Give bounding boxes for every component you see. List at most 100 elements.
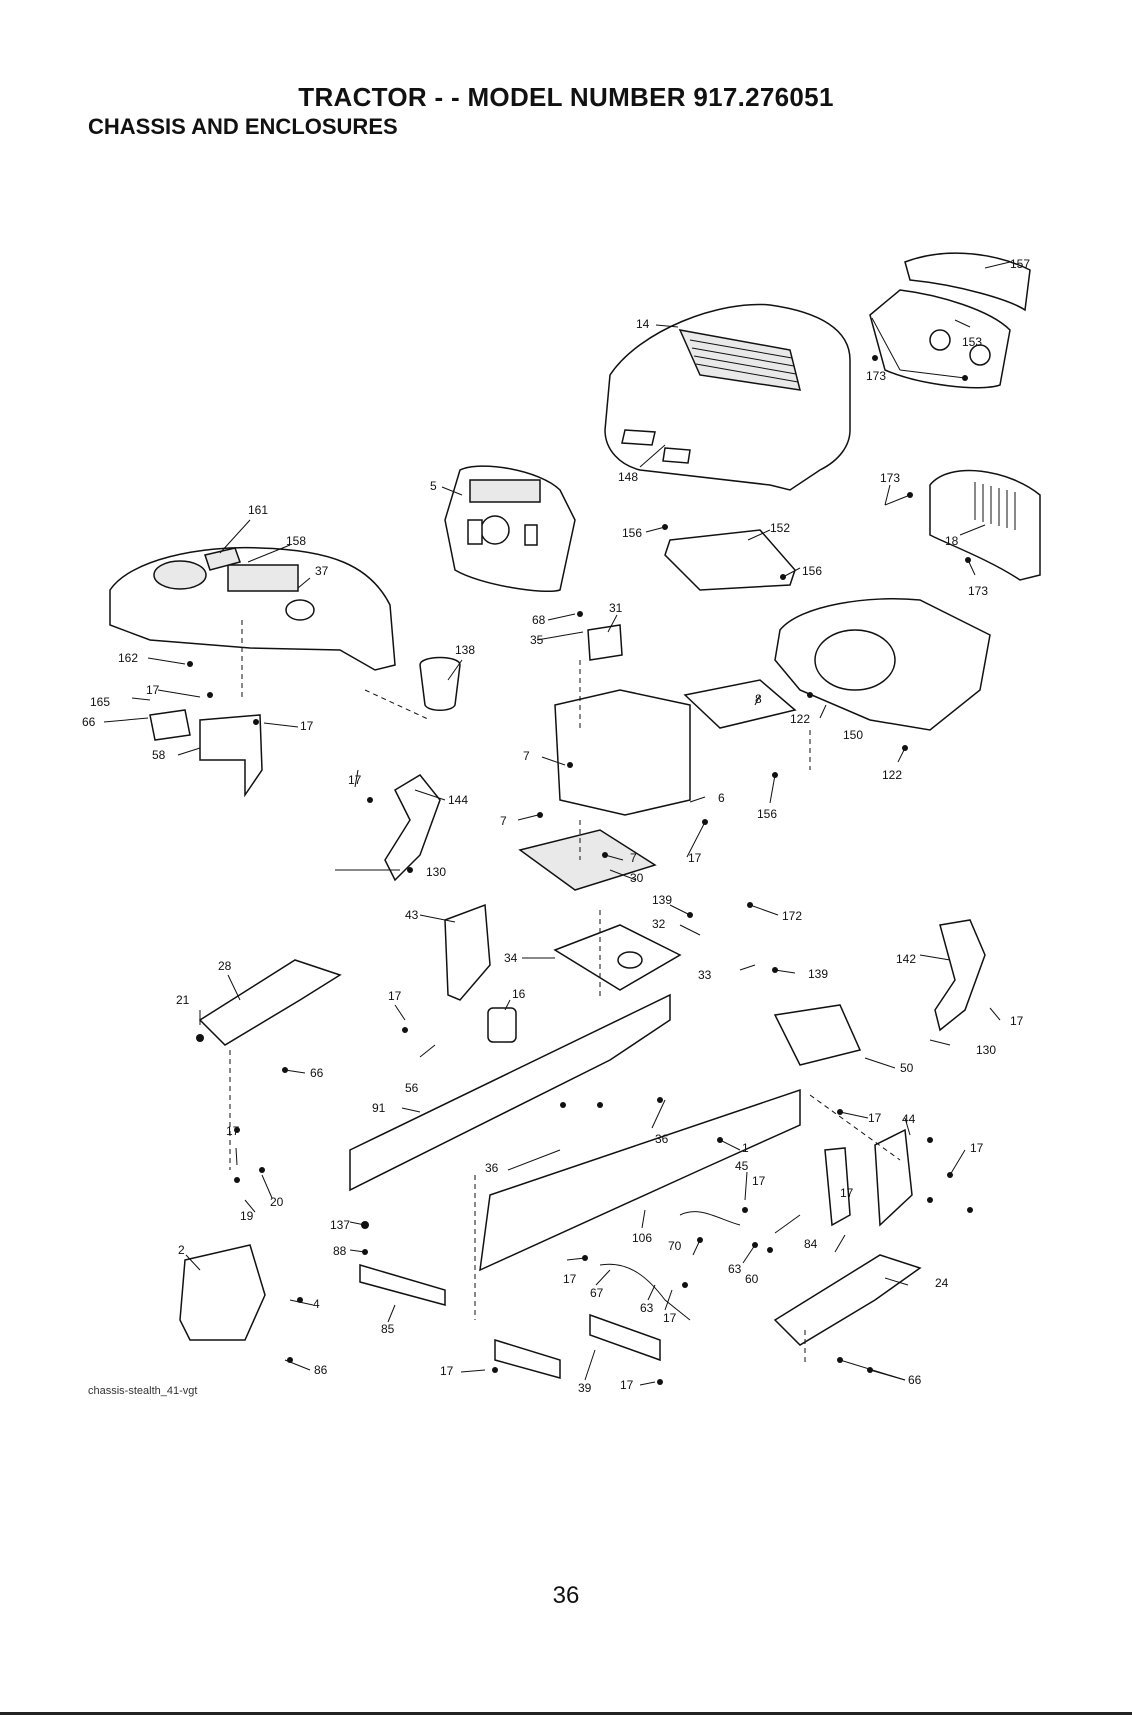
callout-63: 63: [640, 1301, 654, 1315]
callout-156: 156: [802, 564, 822, 578]
callout-88: 88: [333, 1244, 347, 1258]
callout-39: 39: [578, 1381, 592, 1395]
part-support-bracket-39b: [589, 1313, 661, 1362]
callout-17: 17: [1010, 1014, 1024, 1028]
callout-17: 17: [688, 851, 702, 865]
part-shift-linkage: [599, 1263, 691, 1321]
callout-44: 44: [902, 1112, 916, 1126]
part-hinge-bracket: [149, 709, 191, 741]
part-battery-base: [518, 829, 657, 891]
section-subtitle: CHASSIS AND ENCLOSURES: [88, 114, 398, 139]
callout-139: 139: [808, 967, 828, 981]
part-rear-grille-slots: [974, 482, 1016, 530]
callout-31: 31: [609, 601, 623, 615]
callout-6: 6: [718, 791, 725, 805]
callout-17: 17: [663, 1311, 677, 1325]
callout-66: 66: [82, 715, 96, 729]
callout-28: 28: [218, 959, 232, 973]
callout-7: 7: [523, 749, 530, 763]
callout-161: 161: [248, 503, 268, 517]
hardware-fasteners: [187, 355, 973, 1385]
callout-67: 67: [590, 1286, 604, 1300]
callout-17: 17: [620, 1378, 634, 1392]
part-rear-bracket-84: [824, 1147, 851, 1227]
callout-7: 7: [630, 851, 637, 865]
part-seat-adjust-plate: [204, 547, 241, 571]
callout-122: 122: [882, 768, 902, 782]
callout-173: 173: [968, 584, 988, 598]
callout-labels: 157 14 153 173 148 5 173 161 152 156 18 …: [82, 257, 1030, 1395]
callout-165: 165: [90, 695, 110, 709]
callout-122: 122: [790, 712, 810, 726]
callout-17: 17: [146, 683, 160, 697]
callout-86: 86: [314, 1363, 328, 1377]
part-pedal: [384, 774, 441, 882]
callout-156: 156: [757, 807, 777, 821]
callout-36: 36: [655, 1132, 669, 1146]
callout-17: 17: [348, 773, 362, 787]
part-grille-cap: [904, 252, 1031, 312]
callout-153: 153: [962, 335, 982, 349]
callout-17: 17: [840, 1186, 854, 1200]
callout-144: 144: [448, 793, 468, 807]
callout-17: 17: [226, 1124, 240, 1138]
callout-173: 173: [866, 369, 886, 383]
callout-172: 172: [782, 909, 802, 923]
part-hold-down-bracket: [587, 624, 623, 661]
part-front-bracket: [199, 714, 263, 798]
callout-37: 37: [315, 564, 329, 578]
callout-162: 162: [118, 651, 138, 665]
part-battery-box: [554, 689, 691, 816]
callout-33: 33: [698, 968, 712, 982]
callout-84: 84: [804, 1237, 818, 1251]
callout-138: 138: [455, 643, 475, 657]
callout-30: 30: [630, 871, 644, 885]
callout-4: 4: [313, 1297, 320, 1311]
callout-32: 32: [652, 917, 666, 931]
callout-17: 17: [440, 1364, 454, 1378]
part-left-footrest: [198, 959, 342, 1046]
callout-18: 18: [945, 534, 959, 548]
callout-137: 137: [330, 1218, 350, 1232]
callout-43: 43: [405, 908, 419, 922]
part-left-frame-rail: [349, 993, 671, 1192]
callout-106: 106: [632, 1231, 652, 1245]
figure-id: chassis-stealth_41-vgt: [88, 1385, 198, 1397]
page-number: 36: [552, 1582, 580, 1609]
callout-7: 7: [500, 814, 507, 828]
part-support-bracket-85: [359, 1263, 446, 1306]
callout-60: 60: [745, 1272, 759, 1286]
callout-173: 173: [880, 471, 900, 485]
callout-36: 36: [485, 1161, 499, 1175]
callout-91: 91: [372, 1101, 386, 1115]
leader-lines: [103, 261, 1011, 1386]
callout-70: 70: [668, 1239, 682, 1253]
callout-142: 142: [896, 952, 916, 966]
part-hood-vents: [678, 329, 802, 391]
part-right-pedal: [934, 919, 986, 1032]
callout-130: 130: [426, 865, 446, 879]
callout-2: 2: [178, 1243, 185, 1257]
callout-17: 17: [563, 1272, 577, 1286]
part-grommet: [487, 1007, 517, 1043]
callout-17: 17: [970, 1141, 984, 1155]
callout-152: 152: [770, 521, 790, 535]
callout-5: 5: [430, 479, 437, 493]
callout-68: 68: [532, 613, 546, 627]
part-battery-lid: [683, 679, 797, 729]
part-skid-plate: [179, 1244, 266, 1341]
callout-63: 63: [728, 1262, 742, 1276]
callout-16: 16: [512, 987, 526, 1001]
part-side-plate: [444, 903, 491, 1001]
callout-17: 17: [300, 719, 314, 733]
callout-19: 19: [240, 1209, 254, 1223]
callout-66: 66: [908, 1373, 922, 1387]
callout-14: 14: [636, 317, 650, 331]
callout-130: 130: [976, 1043, 996, 1057]
part-support-bracket-39: [494, 1338, 561, 1379]
callout-156: 156: [622, 526, 642, 540]
part-cup-holder: [419, 656, 461, 711]
part-front-axle-bracket: [773, 1004, 862, 1066]
callout-157: 157: [1010, 257, 1030, 271]
callout-139: 139: [652, 893, 672, 907]
